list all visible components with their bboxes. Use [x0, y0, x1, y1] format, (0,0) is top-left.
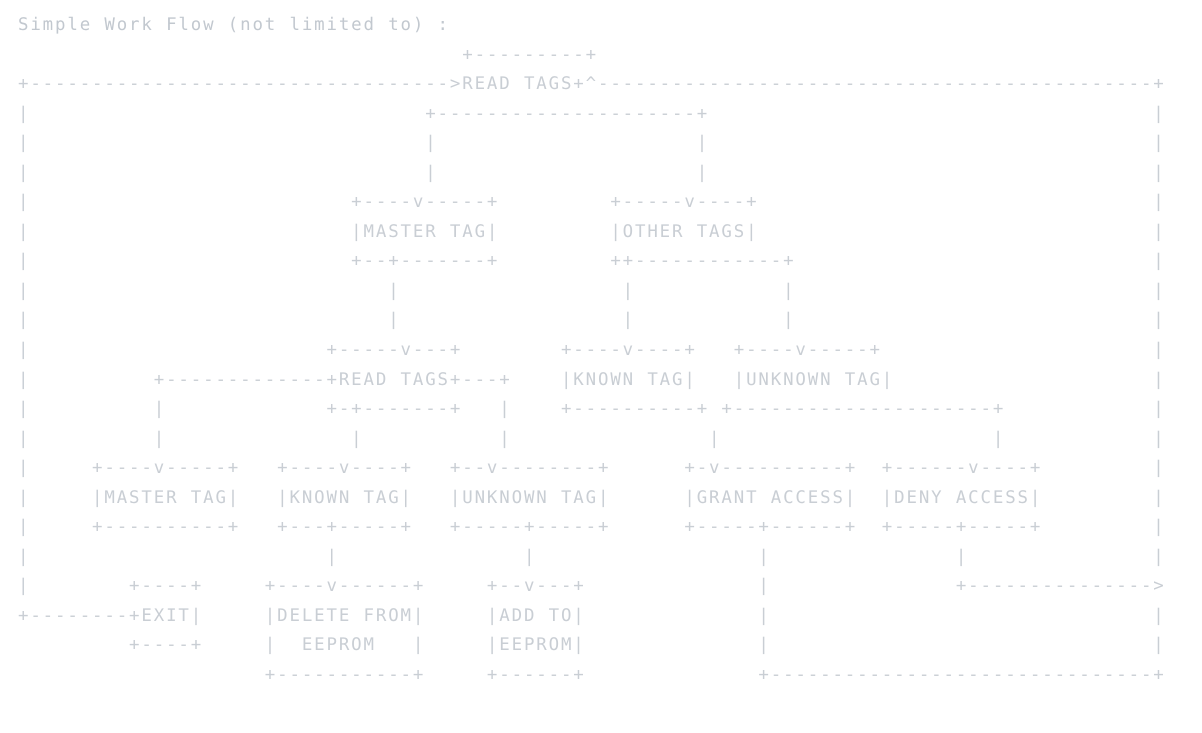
ascii-row-4: | | | |	[18, 133, 1166, 154]
ascii-row-6: | +----v-----+ +-----v----+ |	[18, 192, 1166, 213]
ascii-row-21: +----+ | EEPROM | |EEPROM| | |	[18, 635, 1166, 656]
ascii-row-1: +---------+	[18, 44, 598, 65]
ascii-row-22: +-----------+ +------+ +----------------…	[18, 665, 1166, 686]
ascii-row-19: | +----+ +----v------+ +--v---+ | +-----…	[18, 576, 1166, 597]
ascii-row-9: | | | | |	[18, 280, 1166, 301]
ascii-row-10: | | | | |	[18, 310, 1166, 331]
ascii-row-8: | +--+-------+ ++------------+ |	[18, 251, 1166, 272]
ascii-row-16: | |MASTER TAG| |KNOWN TAG| |UNKNOWN TAG|…	[18, 487, 1166, 508]
ascii-row-7: | |MASTER TAG| |OTHER TAGS| |	[18, 221, 1166, 242]
ascii-row-18: | | | | | |	[18, 546, 1166, 567]
ascii-row-17: | +----------+ +---+-----+ +-----+-----+…	[18, 517, 1166, 538]
ascii-row-13: | | +-+-------+ | +----------+ +--------…	[18, 399, 1166, 420]
ascii-row-15: | +----v-----+ +----v----+ +--v--------+…	[18, 458, 1166, 479]
ascii-row-3: | +---------------------+ |	[18, 103, 1166, 124]
ascii-diagram-canvas: Simple Work Flow (not limited to) : +---…	[18, 11, 1166, 691]
ascii-row-12: | +-------------+READ TAGS+---+ |KNOWN T…	[18, 369, 1166, 390]
ascii-row-5: | | | |	[18, 162, 1166, 183]
ascii-row-2: +---------------------------------->READ…	[18, 74, 1166, 95]
ascii-row-14: | | | | | | |	[18, 428, 1166, 449]
ascii-row-20: +--------+EXIT| |DELETE FROM| |ADD TO| |…	[18, 605, 1166, 626]
ascii-row-11: | +-----v---+ +----v----+ +----v-----+ |	[18, 340, 1166, 361]
diagram-caption: Simple Work Flow (not limited to) :	[18, 15, 450, 35]
